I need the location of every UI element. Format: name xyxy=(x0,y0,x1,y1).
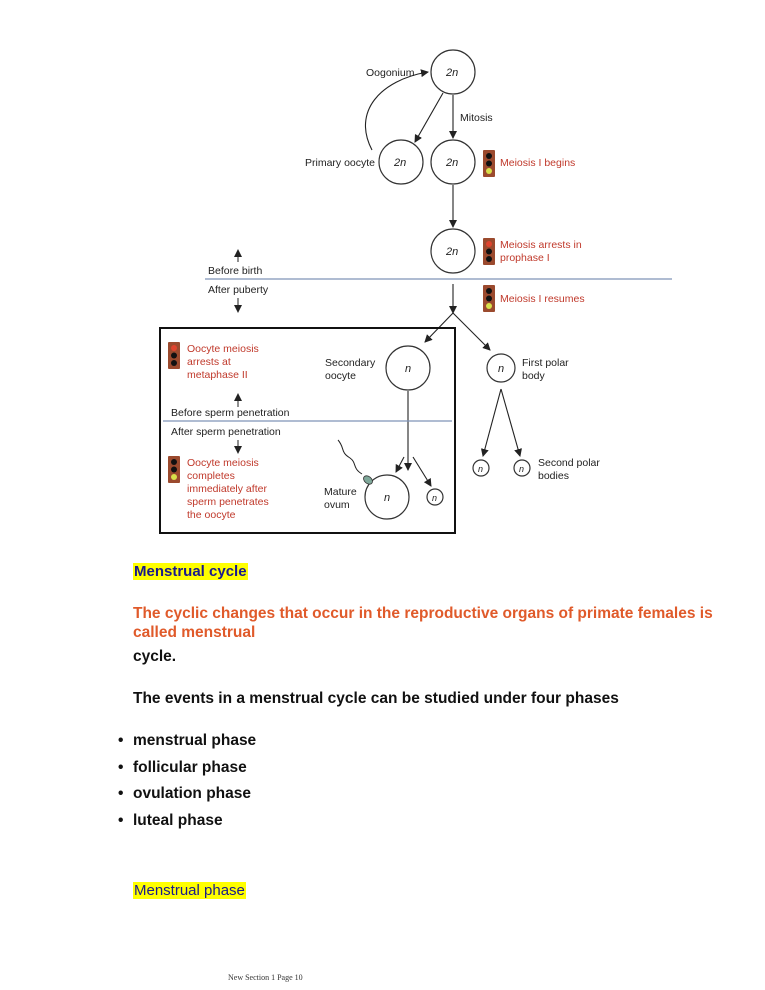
phase-label: luteal phase xyxy=(133,811,223,829)
list-item: • ovulation phase xyxy=(118,784,256,811)
label-complete-3: immediately after xyxy=(187,483,267,495)
sperm-head xyxy=(363,475,373,485)
polar-split-left xyxy=(480,388,502,457)
bullet-icon: • xyxy=(118,732,124,749)
traffic-light-stop-icon xyxy=(168,342,180,369)
menstrual-phase-heading: Menstrual phase xyxy=(133,882,246,899)
phases-intro-text: The events in a menstrual cycle can be s… xyxy=(133,690,619,707)
label-secondary-oocyte-1: Secondary xyxy=(325,357,376,369)
label-complete-1: Oocyte meiosis xyxy=(187,457,259,469)
phase-label: ovulation phase xyxy=(133,785,251,802)
split-arrow-right xyxy=(452,312,491,351)
secondary-ploidy: n xyxy=(405,363,411,375)
oogonium-ploidy: 2n xyxy=(445,67,458,79)
traffic-light-go-icon xyxy=(483,285,495,312)
to-ovum-arrow xyxy=(395,456,405,473)
oogonium-cell xyxy=(430,49,476,95)
bullet-icon: • xyxy=(118,758,124,776)
daughter-ploidy: 2n xyxy=(445,157,458,169)
oogonium-daughter-cell xyxy=(430,139,476,185)
second-polar-body-cell-1 xyxy=(472,459,490,477)
oogenesis-diagram: 2n 2n 2n 2n n n n n n n xyxy=(159,49,672,534)
list-item: • menstrual phase xyxy=(118,731,256,758)
traffic-light-go-icon xyxy=(483,150,495,177)
label-arrest-meta-2: arrests at xyxy=(187,356,231,368)
label-meiosis-resumes: Meiosis I resumes xyxy=(500,293,585,305)
label-meiosis-arrests-2: prophase I xyxy=(500,252,550,264)
first-polar-body-cell xyxy=(486,353,516,383)
list-item: • follicular phase xyxy=(118,758,256,785)
bullet-icon: • xyxy=(118,811,124,829)
label-mitosis: Mitosis xyxy=(460,112,493,124)
polar-split-right xyxy=(500,388,522,457)
list-item: • luteal phase xyxy=(118,811,256,838)
to-polar-arrow xyxy=(412,456,432,487)
mitosis-arrow-left xyxy=(414,92,444,143)
traffic-light-stop-icon xyxy=(483,238,495,265)
second-polar-ploidy-2: n xyxy=(519,464,524,474)
first-polar-ploidy: n xyxy=(498,363,504,375)
label-first-polar-2: body xyxy=(522,370,546,382)
ovum-polar-ploidy: n xyxy=(432,493,437,503)
menstrual-cycle-definition-tail: cycle. xyxy=(133,648,177,665)
mature-ovum-ploidy: n xyxy=(384,492,390,504)
label-arrest-meta-1: Oocyte meiosis xyxy=(187,343,259,355)
label-primary-oocyte: Primary oocyte xyxy=(305,157,375,169)
menstrual-cycle-definition: The cyclic changes that occur in the rep… xyxy=(133,605,713,641)
label-second-polar-2: bodies xyxy=(538,470,569,482)
label-complete-4: sperm penetrates xyxy=(187,496,269,508)
label-secondary-oocyte-2: oocyte xyxy=(325,370,356,382)
label-second-polar-1: Second polar xyxy=(538,457,600,469)
label-after-puberty: After puberty xyxy=(208,284,269,296)
after-puberty-box xyxy=(159,327,456,534)
self-renewal-arrow xyxy=(365,69,429,151)
arrested-ploidy: 2n xyxy=(445,246,458,258)
secondary-oocyte-cell xyxy=(385,345,431,391)
second-polar-ploidy-1: n xyxy=(478,464,483,474)
second-polar-body-cell-2 xyxy=(513,459,531,477)
mature-ovum-cell xyxy=(364,474,410,520)
bullet-icon: • xyxy=(118,785,124,802)
label-complete-2: completes xyxy=(187,470,235,482)
label-oogonium: Oogonium xyxy=(366,67,415,79)
phase-label: menstrual phase xyxy=(133,732,257,749)
label-first-polar-1: First polar xyxy=(522,357,569,369)
label-mature-2: ovum xyxy=(324,499,350,511)
menstrual-cycle-heading: Menstrual cycle xyxy=(133,563,248,580)
primary-oocyte-ploidy: 2n xyxy=(393,157,406,169)
label-arrest-meta-3: metaphase II xyxy=(187,369,248,381)
label-before-sperm: Before sperm penetration xyxy=(171,407,290,419)
phase-label: follicular phase xyxy=(133,758,247,776)
page-footer: New Section 1 Page 10 xyxy=(228,973,303,982)
phases-list: • menstrual phase • follicular phase • ovul… xyxy=(118,731,256,837)
primary-oocyte-cell xyxy=(378,139,424,185)
label-complete-5: the oocyte xyxy=(187,509,236,521)
label-meiosis-begins: Meiosis I begins xyxy=(500,157,575,169)
label-before-birth: Before birth xyxy=(208,265,262,277)
label-meiosis-arrests-1: Meiosis arrests in xyxy=(500,239,582,251)
arrested-oocyte-cell xyxy=(430,228,476,274)
traffic-light-go-icon xyxy=(168,456,180,483)
ovum-polar-body-cell xyxy=(426,488,444,506)
label-after-sperm: After sperm penetration xyxy=(171,426,281,438)
sperm-tail xyxy=(337,439,363,475)
label-mature-1: Mature xyxy=(324,486,357,498)
